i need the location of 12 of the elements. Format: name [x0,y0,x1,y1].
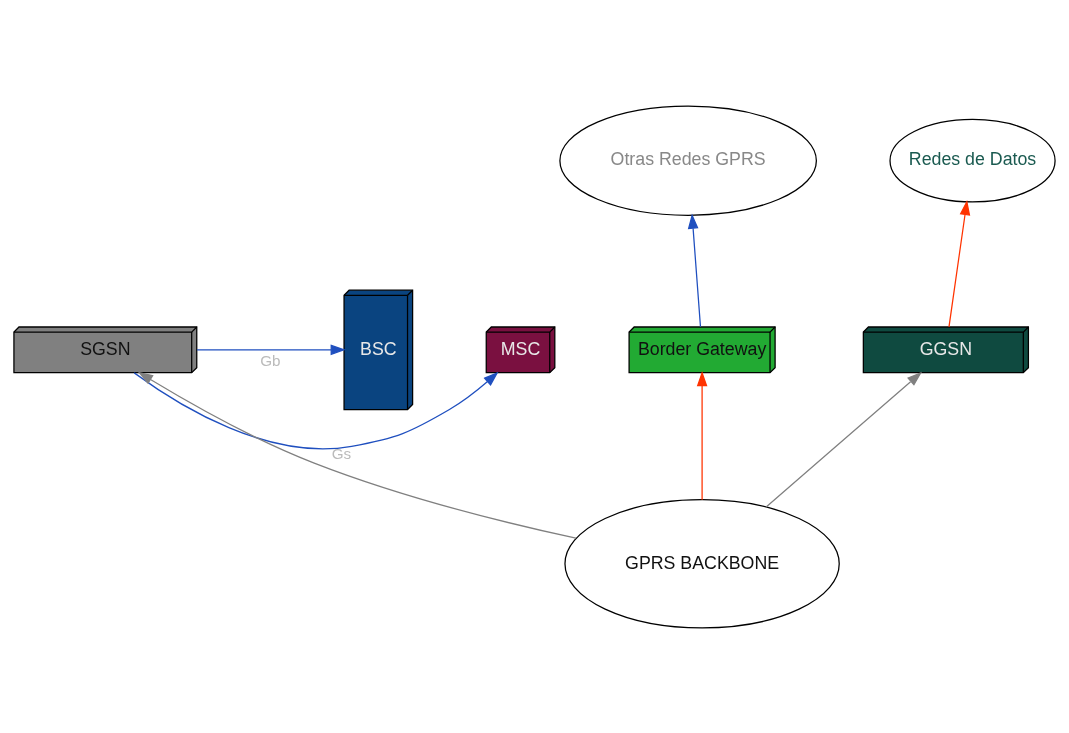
edge-label: Gs [331,444,352,462]
arrow [687,213,702,327]
arrow [137,371,577,539]
node-ellipse: Otras Redes GPRS [559,104,817,216]
arrow [696,370,708,500]
arrow [765,371,923,508]
arrow [133,371,499,449]
node-ellipse: Redes de Datos [889,118,1056,203]
node-ellipse: GPRS BACKBONE [564,498,840,629]
arrow [948,199,971,327]
edge-label: Gb [260,351,281,369]
arrow [196,344,346,355]
